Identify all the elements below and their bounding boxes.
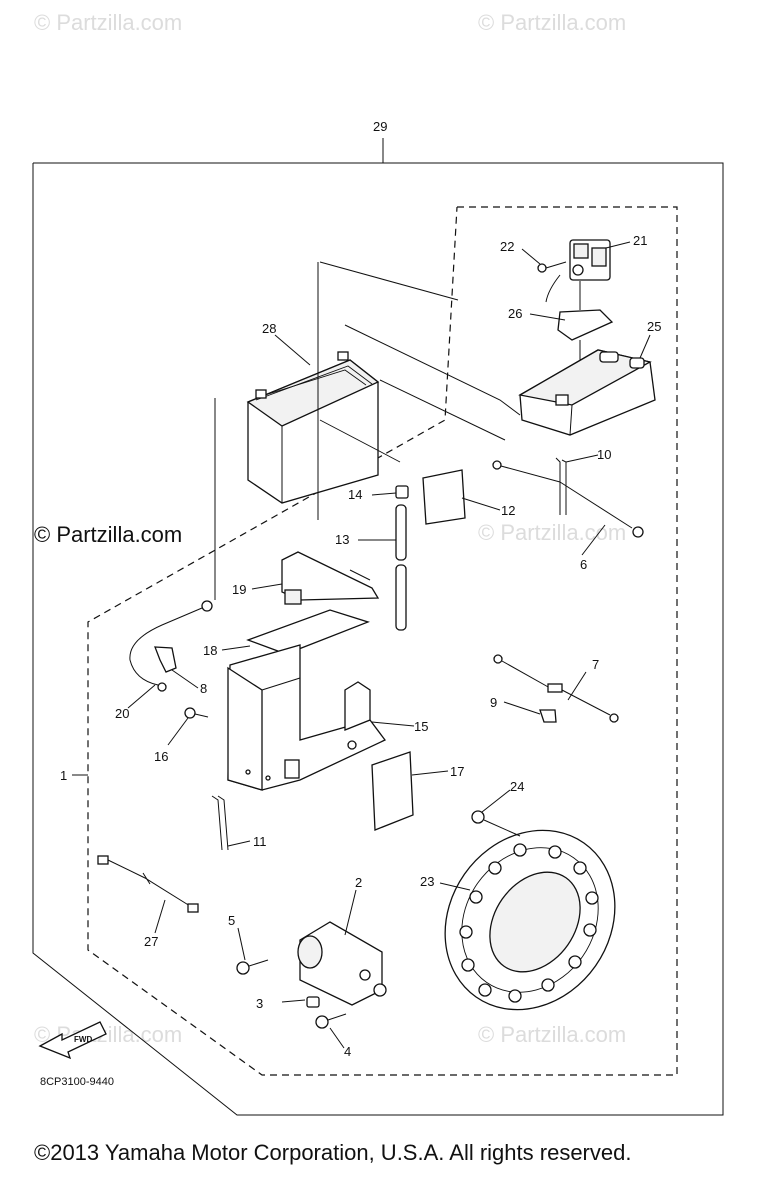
fwd-label: FWD xyxy=(74,1035,92,1044)
bolt-5 xyxy=(236,959,269,975)
battery-28 xyxy=(246,351,401,504)
lead-wire-20 xyxy=(129,600,213,692)
screw-22 xyxy=(537,261,567,273)
nut-3 xyxy=(306,996,320,1008)
callout-18: 18 xyxy=(203,643,217,658)
callout-14: 14 xyxy=(348,487,362,502)
callout-19: 19 xyxy=(232,582,246,597)
starter-motor-2 xyxy=(297,921,387,1006)
callout-24: 24 xyxy=(510,779,524,794)
diagram-code: 8CP3100-9440 xyxy=(40,1076,114,1088)
rubber-sheet-12 xyxy=(422,469,466,525)
watermark-mid-left: © Partzilla.com xyxy=(34,522,182,547)
kit-outline-29 xyxy=(32,138,724,1116)
callout-15: 15 xyxy=(414,719,428,734)
watermark-top-right: © Partzilla.com xyxy=(478,10,626,35)
callout-1: 1 xyxy=(60,768,67,783)
bolt-4 xyxy=(315,1013,347,1029)
cable-band-10 xyxy=(555,457,567,515)
callout-22: 22 xyxy=(500,239,514,254)
battery-band-19 xyxy=(281,551,380,605)
forward-arrow-icon: FWD xyxy=(38,1021,107,1060)
assembly-outline-1 xyxy=(87,206,678,1076)
callout-3: 3 xyxy=(256,996,263,1011)
battery-cable-6 xyxy=(492,460,644,538)
battery-cable-7 xyxy=(493,654,619,723)
callout-6: 6 xyxy=(580,557,587,572)
callout-leaders xyxy=(72,241,651,1049)
callout-12: 12 xyxy=(501,503,515,518)
callout-21: 21 xyxy=(633,233,647,248)
lead-wire-27 xyxy=(97,855,199,913)
callout-28: 28 xyxy=(262,321,276,336)
breather-hose-13 xyxy=(395,504,407,631)
callout-7: 7 xyxy=(592,657,599,672)
callout-9: 9 xyxy=(490,695,497,710)
callout-27: 27 xyxy=(144,934,158,949)
battery-case-15 xyxy=(227,644,386,791)
callout-16: 16 xyxy=(154,749,168,764)
holder-9 xyxy=(539,709,557,723)
watermark-bottom-right: © Partzilla.com xyxy=(478,1022,626,1047)
callout-13: 13 xyxy=(335,532,349,547)
nut-14 xyxy=(395,485,409,499)
copyright-notice: ©2013 Yamaha Motor Corporation, U.S.A. A… xyxy=(34,1140,631,1165)
cable-band-11 xyxy=(211,795,229,851)
callout-8: 8 xyxy=(200,681,207,696)
watermark-mid-right: © Partzilla.com xyxy=(478,520,626,545)
sheet-18 xyxy=(246,609,370,655)
callout-25: 25 xyxy=(647,319,661,334)
watermark-top-left: © Partzilla.com xyxy=(34,10,182,35)
bolt-16 xyxy=(184,707,209,719)
callout-29: 29 xyxy=(373,119,387,134)
starter-relay-21 xyxy=(545,239,611,310)
callout-11: 11 xyxy=(253,834,267,849)
holder-8 xyxy=(154,646,177,673)
callout-5: 5 xyxy=(228,913,235,928)
bolt-24 xyxy=(471,810,521,837)
starter-ring-gear-23 xyxy=(444,829,616,1011)
callout-23: 23 xyxy=(420,874,434,889)
callout-10: 10 xyxy=(597,447,611,462)
callout-2: 2 xyxy=(355,875,362,890)
callout-20: 20 xyxy=(115,706,129,721)
callout-4: 4 xyxy=(344,1044,351,1059)
cover-25 xyxy=(518,349,656,436)
cover-sheet-17 xyxy=(371,751,414,831)
callout-17: 17 xyxy=(450,764,464,779)
callout-26: 26 xyxy=(508,306,522,321)
